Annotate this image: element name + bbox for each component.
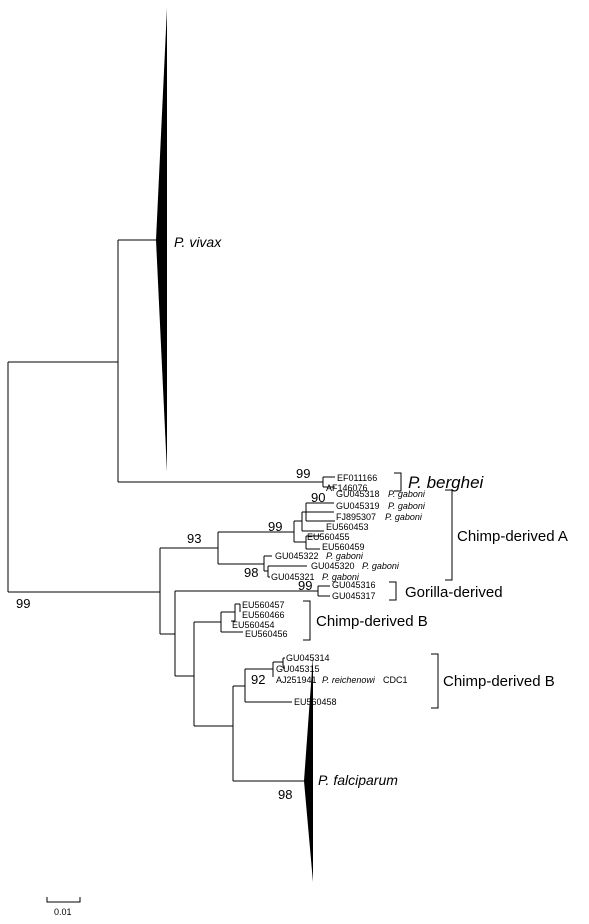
tip-species: P. gaboni [322, 572, 360, 582]
tip-label: GU045322 [275, 551, 319, 561]
tip-label: GU045314 [286, 653, 330, 663]
group-label-chimp-a: Chimp-derived A [457, 528, 568, 545]
falciparum-label: P. falciparum [318, 772, 398, 788]
tip-species: P. gaboni [385, 512, 423, 522]
tip-species: P. gaboni [388, 489, 426, 499]
vivax-label: P. vivax [174, 234, 222, 250]
tip-species: P. gaboni [388, 501, 426, 511]
tree-branches [7, 239, 335, 782]
bootstrap-value: 99 [298, 578, 312, 593]
group-label-gorilla: Gorilla-derived [405, 584, 503, 601]
tip-label: EU560456 [245, 629, 288, 639]
bracket-chimp-b1 [303, 600, 311, 641]
bootstrap-value: 98 [244, 565, 258, 580]
tip-label: GU045315 [276, 664, 320, 674]
bootstrap-value: 90 [311, 490, 325, 505]
tip-species: P. gaboni [362, 561, 400, 571]
tip-label: EU560457 [242, 600, 285, 610]
tip-label: AJ251941 [276, 675, 317, 685]
vivax-collapsed-clade [156, 8, 167, 472]
bootstrap-value: 98 [278, 787, 292, 802]
tip-label: EU560459 [322, 542, 365, 552]
tip-label: EU560458 [294, 697, 337, 707]
tip-label: GU045318 [336, 489, 380, 499]
tip-label: GU045316 [332, 580, 376, 590]
tip-label: EU560466 [242, 610, 285, 620]
tip-label: CDC1 [383, 675, 408, 685]
bracket-chimp-b2 [431, 653, 439, 709]
tip-species: P. gaboni [326, 551, 364, 561]
group-label-berghei: P. berghei [408, 473, 485, 492]
tip-species: P. reichenowi [322, 675, 376, 685]
bracket-gorilla [389, 581, 397, 601]
falciparum-collapsed-clade [304, 656, 313, 882]
bootstrap-value: 99 [16, 596, 30, 611]
bootstrap-values: 99 99 93 90 99 98 99 92 98 [16, 466, 325, 802]
tip-label: EF011166 [337, 473, 377, 483]
bootstrap-value: 92 [251, 672, 265, 687]
tip-label: AF146076 [326, 483, 368, 493]
bracket-berghei [394, 472, 402, 492]
group-brackets [303, 472, 453, 709]
scale-bar: 0.01 [46, 897, 81, 917]
tip-labels: EF011166 AF146076 GU045318 P. gaboni GU0… [232, 473, 426, 707]
tip-label: EU560454 [232, 620, 275, 630]
bracket-chimp-a [445, 489, 453, 581]
tip-label: GU045319 [336, 501, 380, 511]
group-label-chimp-b1: Chimp-derived B [316, 613, 428, 630]
tip-label: FJ895307 [336, 512, 376, 522]
bootstrap-value: 99 [296, 466, 310, 481]
tip-label: GU045321 [271, 572, 315, 582]
bootstrap-value: 93 [187, 531, 201, 546]
bootstrap-value: 99 [268, 519, 282, 534]
tip-label: GU045320 [311, 561, 355, 571]
tip-label: EU560455 [307, 532, 350, 542]
tip-label: EU560453 [326, 522, 369, 532]
tip-label: GU045317 [332, 591, 376, 601]
group-label-chimp-b2: Chimp-derived B [443, 673, 555, 690]
scale-label: 0.01 [54, 907, 72, 917]
